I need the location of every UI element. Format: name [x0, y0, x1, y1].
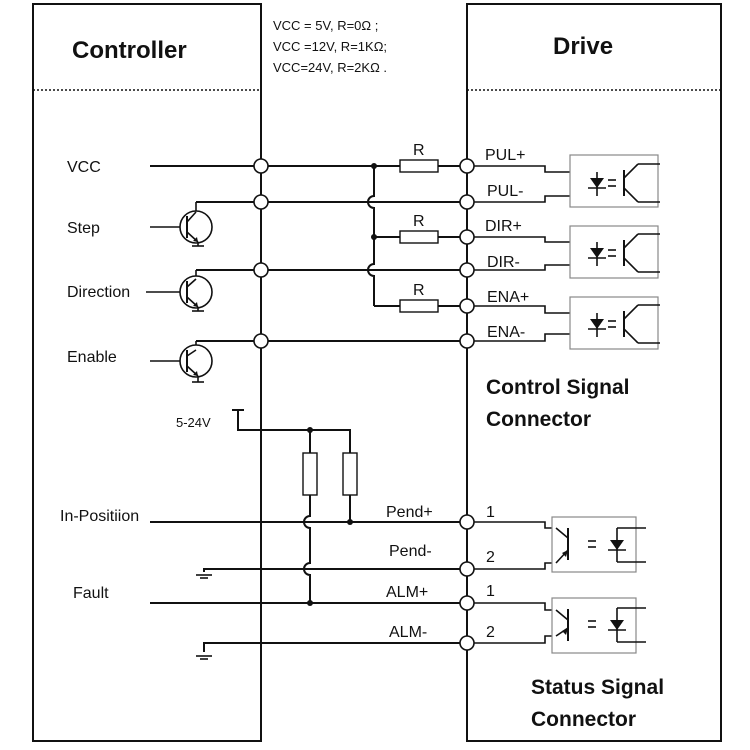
resistor-dir	[399, 230, 439, 244]
optocoupler-alm	[551, 597, 646, 654]
junction-supply	[307, 427, 313, 433]
vcc-note-line-1: VCC = 5V, R=0Ω ;	[273, 18, 378, 33]
transistor-direction	[146, 275, 213, 312]
terminal-ctrl-step	[253, 194, 269, 210]
optocoupler-pend	[551, 516, 646, 573]
signal-direction-label: Direction	[67, 284, 130, 301]
junction-dir	[371, 234, 377, 240]
wire-label-alm-minus: ALM-	[389, 624, 427, 641]
resistor-ena-label: R	[413, 282, 425, 299]
ground-pend	[196, 574, 212, 579]
pin-ena-minus: ENA-	[487, 324, 525, 341]
terminal-pend-minus	[459, 561, 475, 577]
terminal-ctrl-enable	[253, 333, 269, 349]
control-connector-title-1: Control Signal	[486, 376, 630, 399]
signal-step-label: Step	[67, 220, 100, 237]
pin-pend-minus-number: 2	[486, 549, 495, 566]
pin-pend-plus-number: 1	[486, 504, 495, 521]
wire-label-pend-plus: Pend+	[386, 504, 433, 521]
drive-title: Drive	[553, 33, 613, 60]
optocoupler-ena	[569, 296, 660, 350]
wire-pend-minus	[203, 568, 467, 572]
ground-alm	[196, 655, 212, 660]
status-internal-wiring	[474, 521, 556, 644]
pin-dir-plus: DIR+	[485, 218, 522, 235]
vcc-note-line-3: VCC=24V, R=2KΩ .	[273, 60, 387, 75]
terminal-dir-minus	[459, 262, 475, 278]
terminal-pul-plus	[459, 158, 475, 174]
terminal-dir-plus	[459, 229, 475, 245]
terminal-alm-plus	[459, 595, 475, 611]
vcc-note-line-2: VCC =12V, R=1KΩ;	[273, 39, 387, 54]
pin-pul-minus: PUL-	[487, 183, 523, 200]
controller-title: Controller	[72, 37, 187, 64]
signal-vcc-label: VCC	[67, 159, 101, 176]
terminal-ctrl-vcc	[253, 158, 269, 174]
terminal-pul-minus	[459, 194, 475, 210]
wire-alm-minus	[203, 642, 467, 652]
resistor-dir-label: R	[413, 213, 425, 230]
signal-in-position-label: In-Positiion	[60, 508, 139, 525]
pin-pul-plus: PUL+	[485, 147, 525, 164]
status-connector-title-2: Connector	[531, 708, 636, 731]
transistor-step	[150, 210, 213, 247]
resistor-pul	[399, 159, 439, 173]
drive-internal-wiring	[474, 165, 574, 342]
optocoupler-dir	[569, 225, 660, 279]
pin-alm-plus-number: 1	[486, 583, 495, 600]
signal-enable-label: Enable	[67, 349, 117, 366]
terminal-ena-minus	[459, 333, 475, 349]
wire-label-pend-minus: Pend-	[389, 543, 432, 560]
supply-label: 5-24V	[176, 415, 211, 430]
transistor-enable	[150, 344, 213, 383]
terminal-pend-plus	[459, 514, 475, 530]
terminal-ctrl-direction	[253, 262, 269, 278]
control-connector-title-2: Connector	[486, 408, 591, 431]
wire-pullup-1	[303, 495, 311, 603]
resistor-pul-label: R	[413, 142, 425, 159]
terminal-ena-plus	[459, 298, 475, 314]
pullup-resistor-2	[342, 452, 358, 496]
controller-panel	[32, 3, 262, 742]
wire-supply-bus	[237, 427, 351, 453]
terminal-alm-minus	[459, 635, 475, 651]
pin-dir-minus: DIR-	[487, 254, 520, 271]
resistor-ena	[399, 299, 439, 313]
junction-vcc	[371, 163, 377, 169]
supply-terminal	[232, 409, 244, 427]
signal-fault-label: Fault	[73, 585, 109, 602]
status-connector-title-1: Status Signal	[531, 676, 664, 699]
pin-ena-plus: ENA+	[487, 289, 529, 306]
drive-panel	[466, 3, 722, 742]
pin-alm-minus-number: 2	[486, 624, 495, 641]
optocoupler-pul	[569, 154, 660, 208]
wire-label-alm-plus: ALM+	[386, 584, 428, 601]
pullup-resistor-1	[302, 452, 318, 496]
